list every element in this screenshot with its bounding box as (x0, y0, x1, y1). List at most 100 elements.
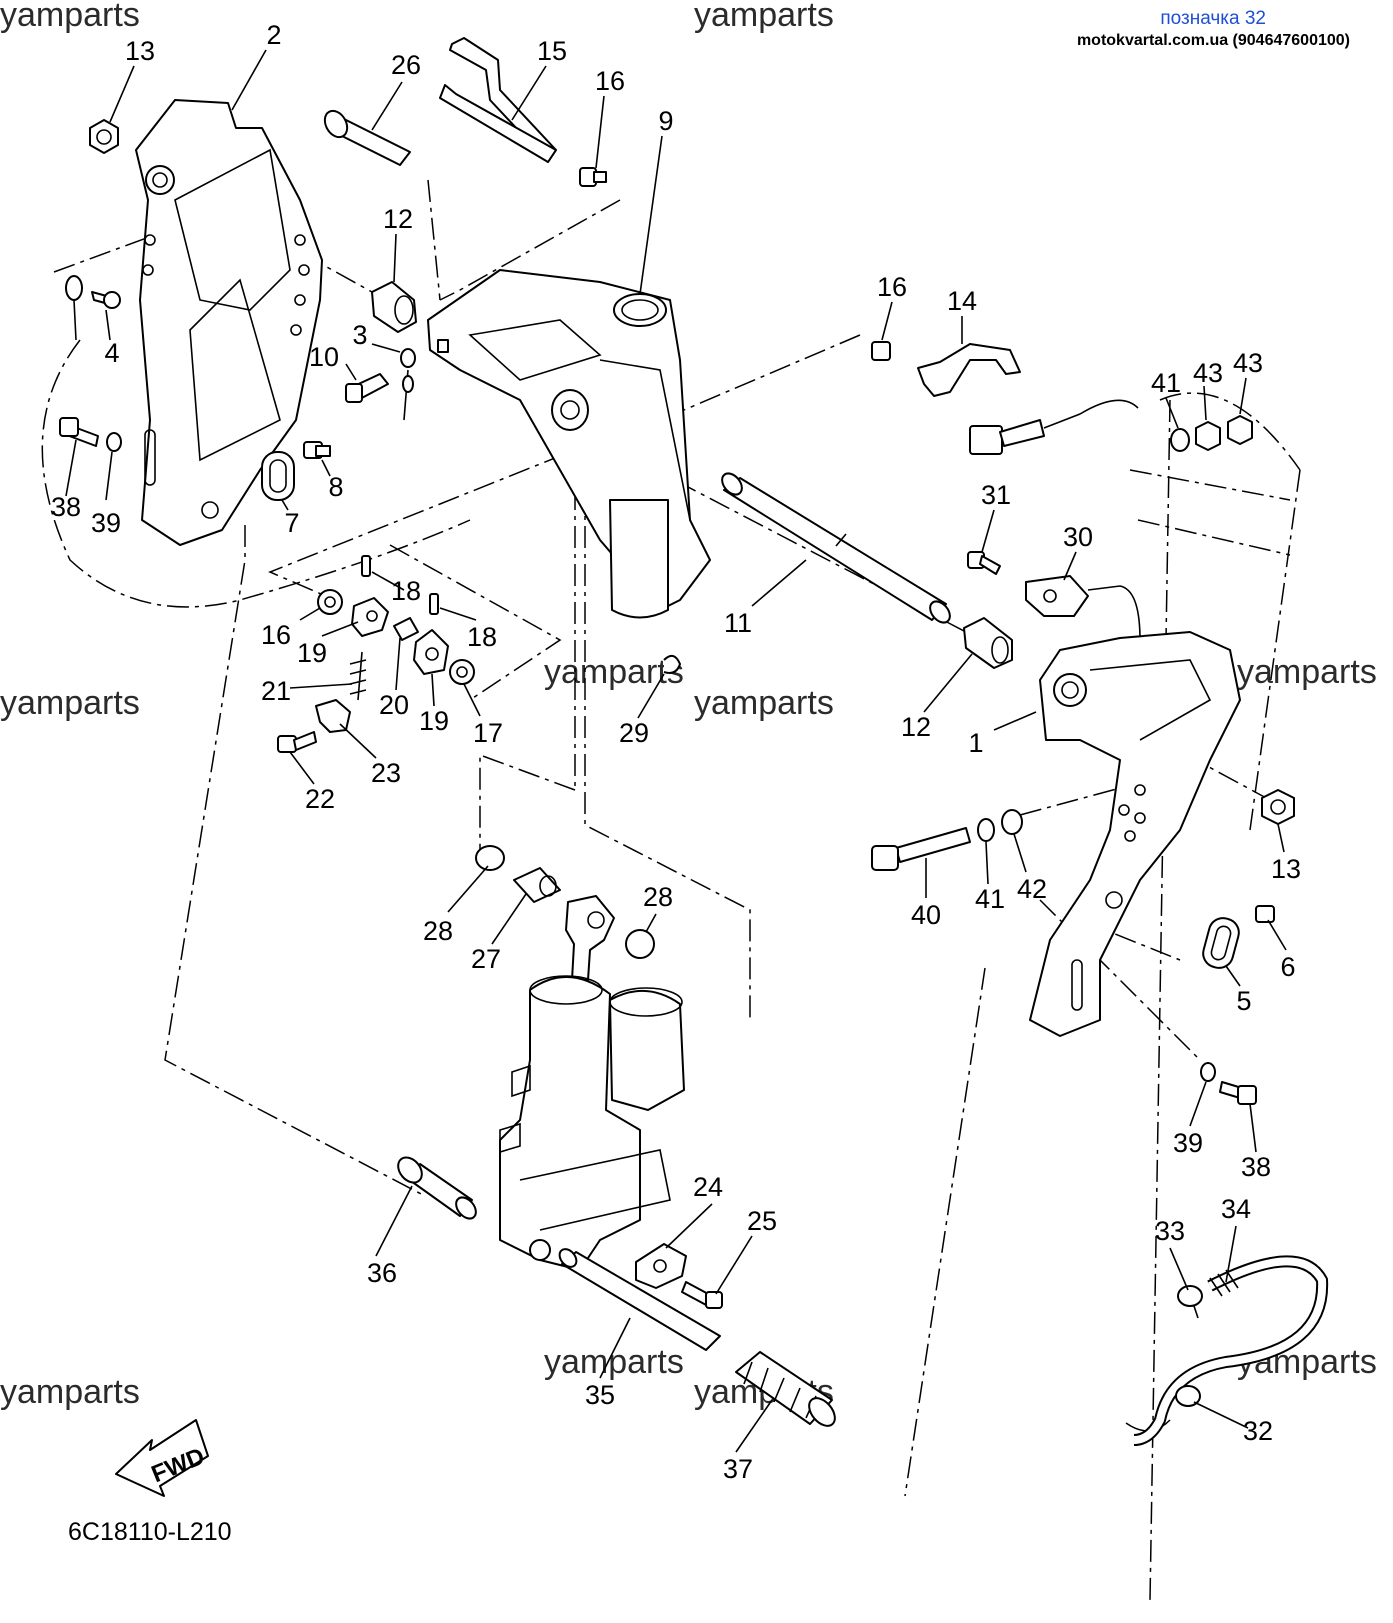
clamp-bracket-right (1029, 631, 1241, 1037)
tilt-bolt-26 (323, 109, 411, 166)
bolt-10 (345, 373, 389, 403)
callout: 35 (585, 1380, 615, 1410)
callout: 16 (261, 620, 291, 650)
callout: 37 (723, 1454, 753, 1484)
grommet-5 (1202, 917, 1240, 969)
callout: 21 (261, 676, 291, 706)
callout: 14 (947, 286, 977, 316)
callout: 5 (1236, 986, 1251, 1016)
nut-43 (1195, 421, 1221, 451)
stopper-23 (315, 699, 351, 733)
bracket-19a (351, 597, 389, 637)
callout: 39 (91, 508, 121, 538)
watermark: yamparts (544, 653, 684, 691)
washer-41-top (1170, 428, 1190, 452)
callout: 15 (537, 36, 567, 66)
hose-clamp-33 (1177, 1285, 1203, 1319)
callout: 19 (297, 638, 327, 668)
callout: 26 (391, 50, 421, 80)
callout: 12 (901, 712, 931, 742)
collar-24 (635, 1243, 687, 1289)
callout: 16 (877, 272, 907, 302)
screw-31 (967, 551, 1001, 575)
pin-18a (361, 555, 371, 577)
hose-clamp-32 (1175, 1385, 1201, 1407)
nut-13-right (1261, 789, 1295, 825)
spring-21 (349, 651, 367, 701)
collar-28-right (625, 929, 655, 959)
callout: 6 (1280, 952, 1295, 982)
diagram-code: 6C18110-L210 (68, 1518, 232, 1546)
callout: 13 (125, 36, 155, 66)
callout: 19 (419, 706, 449, 736)
ground-lead-terminal (65, 275, 83, 341)
callout: 2 (266, 20, 281, 50)
bushing-27 (513, 867, 561, 903)
bolt-8 (303, 441, 331, 459)
callout: 38 (1241, 1152, 1271, 1182)
callout: 31 (981, 480, 1011, 510)
nut-13 (89, 119, 119, 154)
collar-17 (449, 659, 475, 685)
callout: 32 (1243, 1416, 1273, 1446)
callout: 30 (1063, 522, 1093, 552)
trim-sensor-cable (969, 399, 1139, 455)
callout: 1 (968, 728, 983, 758)
trim-sensor-lever-14 (917, 343, 1021, 397)
callout-numbers: 13 2 26 15 16 9 12 4 3 10 38 39 8 7 16 1… (51, 20, 1301, 1484)
collar-28-left (475, 845, 505, 871)
callout: 38 (51, 492, 81, 522)
watermark: yamparts (694, 0, 834, 34)
watermark: yamparts (0, 1373, 140, 1411)
callout: 28 (643, 882, 673, 912)
callout: 20 (379, 690, 409, 720)
washer-42 (1001, 809, 1023, 835)
callout: 18 (467, 622, 497, 652)
callout: 43 (1193, 358, 1223, 388)
bolt-6 (1255, 905, 1275, 923)
header-label: позначка 32 (1160, 8, 1266, 29)
roller-20 (393, 617, 419, 641)
bushing-36 (397, 1156, 477, 1220)
clip-29 (663, 654, 681, 674)
callout: 18 (391, 576, 421, 606)
callout: 42 (1017, 874, 1047, 904)
bolt-16 (579, 167, 607, 187)
callout: 43 (1233, 348, 1263, 378)
callout: 33 (1155, 1216, 1185, 1246)
callout: 9 (658, 106, 673, 136)
bracket-19b (413, 629, 449, 675)
callout: 22 (305, 784, 335, 814)
callout: 11 (724, 608, 752, 638)
fwd-arrow: FWD (115, 1419, 209, 1497)
watermark: yamparts (1237, 653, 1377, 691)
tilt-pin-35 (558, 1248, 721, 1351)
header-contact: motokvartal.com.ua (904647600100) (1077, 32, 1350, 49)
callout: 16 (595, 66, 625, 96)
anode-37 (735, 1351, 836, 1427)
callout: 3 (352, 320, 367, 350)
callout: 10 (309, 342, 339, 372)
power-trim-tilt-unit (499, 895, 685, 1271)
callout: 39 (1173, 1128, 1203, 1158)
bushing-12-right (963, 617, 1013, 669)
trim-sensor-30 (1025, 575, 1141, 641)
watermark: yamparts (694, 684, 834, 722)
callout: 13 (1271, 854, 1301, 884)
callout: 34 (1221, 1194, 1251, 1224)
bolt-38-right (1219, 1081, 1257, 1105)
callout: 29 (619, 718, 649, 748)
bolt-38-left (59, 417, 99, 447)
bolt-40 (871, 827, 971, 871)
callout: 41 (1151, 368, 1181, 398)
swivel-bracket-9 (427, 269, 711, 619)
callout: 12 (383, 204, 413, 234)
washer-41 (977, 818, 995, 842)
lever-shaft-15 (439, 37, 557, 163)
terminal-lead (402, 369, 414, 421)
washer-39-left (106, 432, 122, 452)
collar-16 (317, 589, 343, 615)
callout: 36 (367, 1258, 397, 1288)
